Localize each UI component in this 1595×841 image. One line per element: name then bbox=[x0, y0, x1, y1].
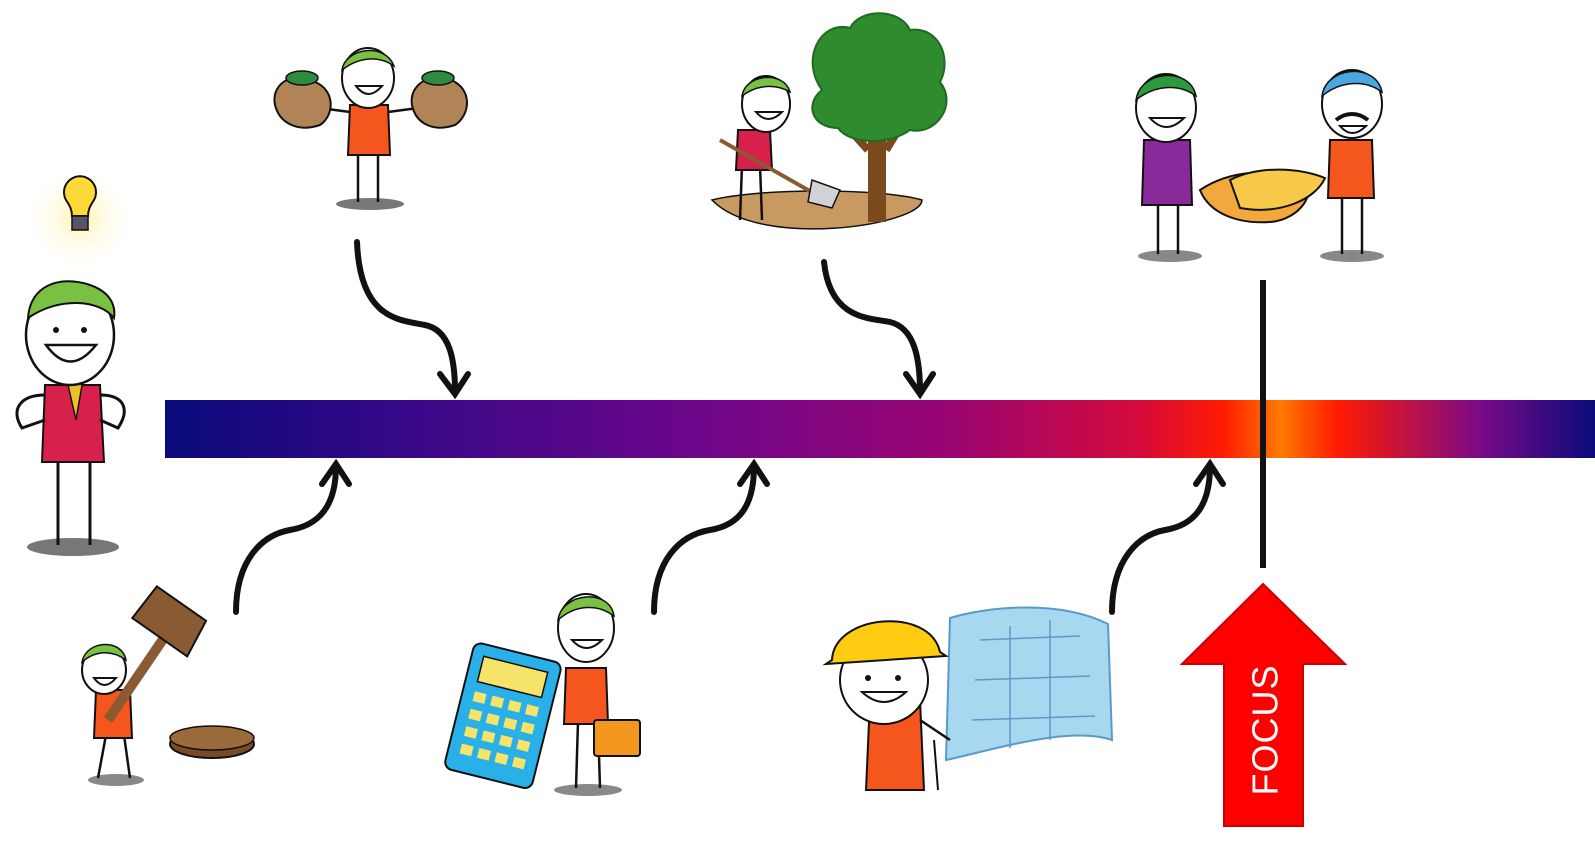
money-bags-icon bbox=[273, 47, 468, 210]
arrow-top-1 bbox=[354, 239, 471, 400]
arrow-top-2 bbox=[821, 259, 936, 400]
gavel-icon bbox=[80, 585, 255, 786]
timeline-bar bbox=[165, 400, 1595, 458]
focus-arrow bbox=[1179, 582, 1348, 827]
planting-tree-icon bbox=[710, 12, 948, 230]
idea-person-icon bbox=[15, 160, 138, 556]
calculator-icon bbox=[444, 593, 641, 796]
arrow-bottom-1 bbox=[233, 458, 352, 615]
arrow-bottom-3 bbox=[1109, 458, 1226, 615]
arrow-bottom-2 bbox=[651, 458, 770, 615]
blueprint-icon bbox=[822, 606, 1114, 791]
handshake-icon bbox=[1135, 69, 1384, 262]
